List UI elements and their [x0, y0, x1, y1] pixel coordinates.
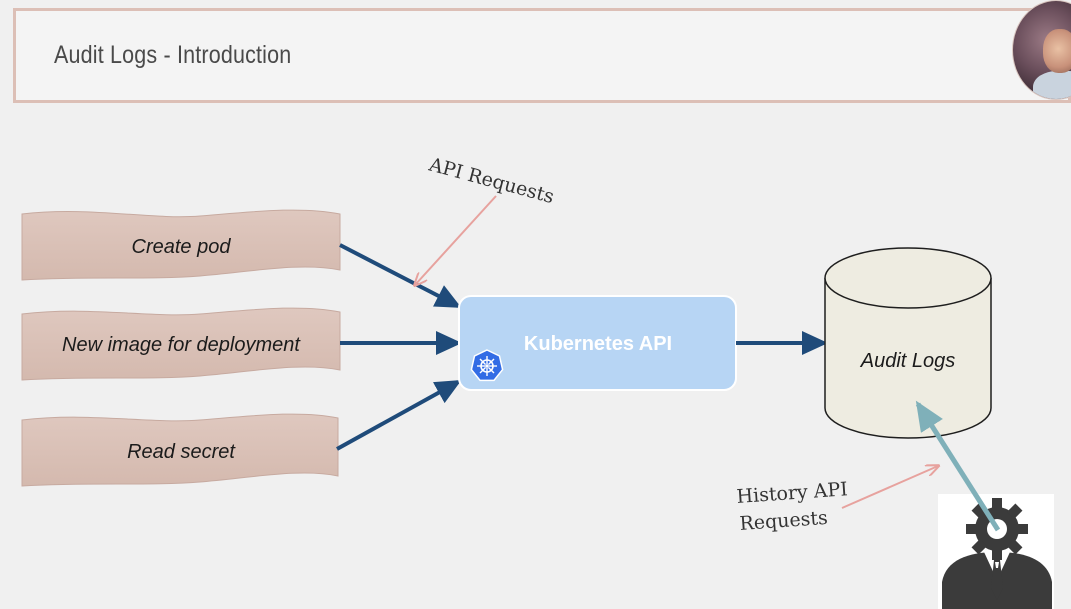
page-title: Audit Logs - Introduction: [54, 41, 292, 69]
kubernetes-api-box: Kubernetes API: [458, 295, 737, 391]
history-pointer: [841, 466, 938, 509]
kubernetes-helm-icon: [470, 349, 504, 382]
request-label-read-secret: Read secret: [127, 441, 236, 463]
arrow-actor-to-audit-logs: [915, 400, 1001, 532]
avatar-shirt: [1033, 71, 1071, 99]
arrow-read-secret: [336, 380, 462, 451]
title-bar: Audit Logs - Introduction: [13, 8, 1071, 103]
arrow-create-pod: [339, 243, 462, 308]
request-label-create-pod: Create pod: [132, 236, 232, 258]
api-requests-annotation: API Requests: [426, 153, 557, 208]
person-gear-icon: [938, 494, 1054, 609]
api-requests-pointer: [415, 195, 497, 285]
request-box-new-image: New image for deployment: [21, 307, 341, 381]
history-annotation-line2: Requests: [739, 507, 829, 535]
kubernetes-api-label: Kubernetes API: [524, 333, 672, 355]
history-api-requests-annotation: History API Requests: [736, 478, 849, 535]
request-box-read-secret: Read secret: [21, 413, 339, 487]
history-annotation-line1: History API: [736, 478, 849, 508]
audit-logs-label: Audit Logs: [860, 350, 956, 372]
audit-logs-cylinder: Audit Logs: [824, 247, 992, 439]
avatar-face: [1043, 29, 1071, 73]
request-label-new-image: New image for deployment: [62, 334, 301, 356]
request-box-create-pod: Create pod: [21, 209, 341, 281]
webcam-avatar: [1012, 0, 1071, 100]
